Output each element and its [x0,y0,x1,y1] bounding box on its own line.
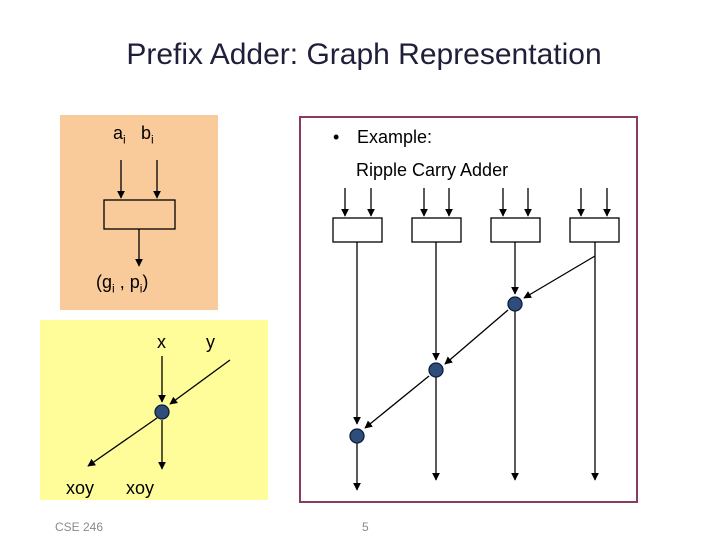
footer-course: CSE 246 [55,520,104,534]
output-gp-label: (gi , pi) [96,272,149,296]
prefix-dot-3 [349,428,365,444]
prefix-dot-2 [428,362,444,378]
operator-panel [40,320,268,500]
output-right-label: xoy [126,478,155,498]
pg-box-1 [332,217,383,243]
input-x-label: x [157,332,166,352]
slide-title: Prefix Adder: Graph Representation [126,38,602,71]
pg-box-2 [411,217,462,243]
example-bullet: • [333,127,340,147]
example-panel [299,116,638,503]
node-box [103,199,176,230]
example-subheading: Ripple Carry Adder [356,160,509,180]
page-number: 5 [362,520,369,534]
operator-panel-graphics [87,356,231,470]
input-b-label: bi [141,123,154,147]
output-left-arrow [87,417,158,467]
pg-box-3 [490,217,541,243]
input-a-label: ai [113,123,126,147]
example-heading: Example: [357,127,433,147]
node-panel-graphics [103,160,176,267]
pg-box-4 [569,217,620,243]
output-left-label: xoy [66,478,95,498]
ripple-carry-graphics [332,188,620,491]
prefix-dot-1 [507,296,523,312]
operator-dot [154,404,170,420]
input-y-arrow [169,359,231,405]
input-y-label: y [206,332,215,352]
